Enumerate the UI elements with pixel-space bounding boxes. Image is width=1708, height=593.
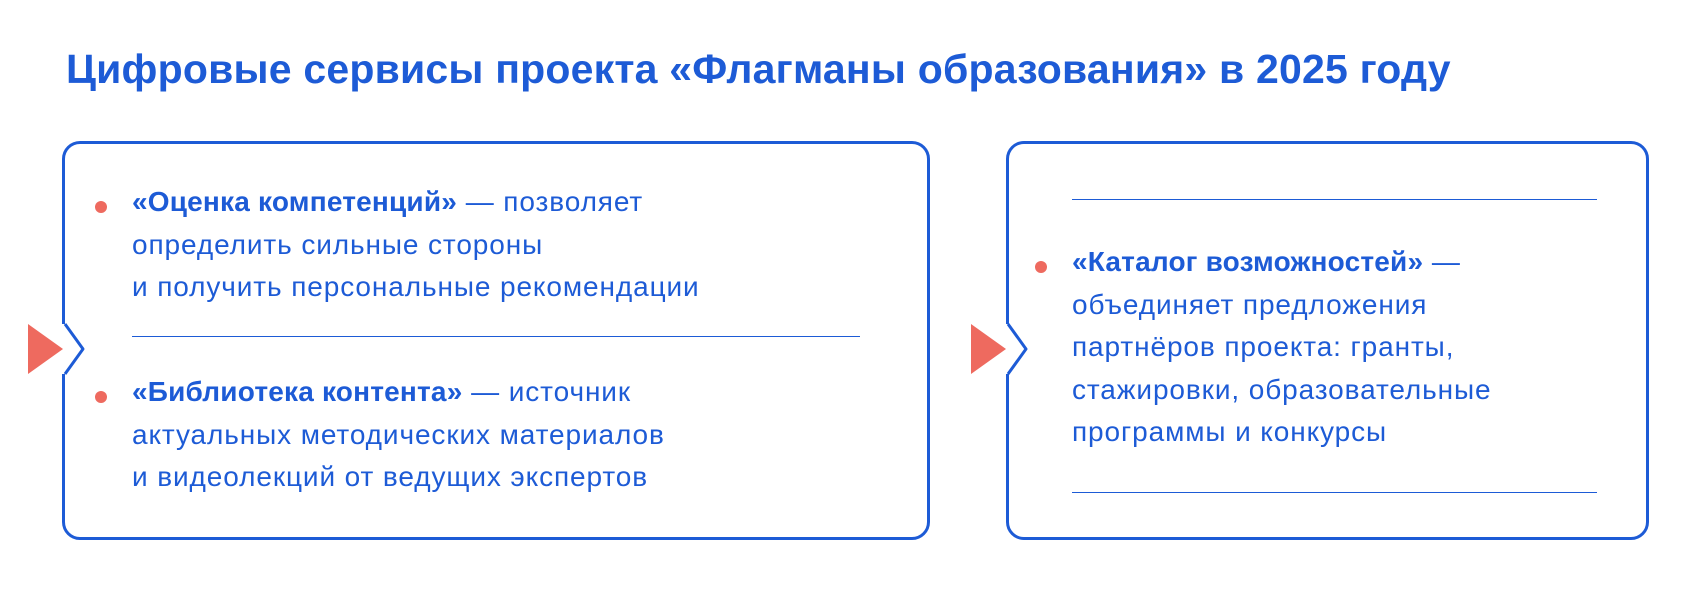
item-line-4: стажировки, образовательные <box>1072 373 1492 405</box>
bullet-dot-icon <box>1035 261 1047 273</box>
divider <box>1072 492 1597 493</box>
item-line-2: актуальных методических материалов <box>132 418 665 450</box>
bullet-dot-icon <box>95 201 107 213</box>
services-card-left: «Оценка компетенций» — позволяет определ… <box>28 141 930 540</box>
item-line-2: определить сильные стороны <box>132 228 544 260</box>
item-line-1: «Каталог возможностей» — <box>1072 241 1492 284</box>
item-line-5: программы и конкурсы <box>1072 416 1388 447</box>
service-title: «Оценка компетенций» <box>132 186 458 217</box>
page-title: Цифровые сервисы проекта «Флагманы образ… <box>66 46 1451 92</box>
service-text: — <box>1423 246 1461 277</box>
service-title: «Библиотека контента» <box>132 376 463 407</box>
item-line-1: «Оценка компетенций» — позволяет <box>132 181 700 224</box>
service-item-catalog: «Каталог возможностей» — объединяет пред… <box>1072 241 1492 454</box>
item-line-2: объединяет предложения <box>1072 288 1428 320</box>
triangle-pointer-icon <box>971 323 1028 375</box>
service-text: — позволяет <box>457 186 644 217</box>
services-card-right: «Каталог возможностей» — объединяет пред… <box>971 141 1649 540</box>
divider <box>132 336 860 337</box>
item-line-1: «Библиотека контента» — источник <box>132 371 665 414</box>
service-item-library: «Библиотека контента» — источник актуаль… <box>132 371 665 499</box>
triangle-pointer-icon <box>28 323 85 375</box>
item-line-3: и получить персональные рекомендации <box>132 271 700 302</box>
item-line-3: и видеолекций от ведущих экспертов <box>132 461 649 492</box>
service-item-competency: «Оценка компетенций» — позволяет определ… <box>132 181 700 309</box>
service-title: «Каталог возможностей» <box>1072 246 1424 277</box>
bullet-dot-icon <box>95 391 107 403</box>
item-line-3: партнёров проекта: гранты, <box>1072 331 1455 362</box>
divider <box>1072 199 1597 200</box>
service-text: — источник <box>462 376 631 407</box>
